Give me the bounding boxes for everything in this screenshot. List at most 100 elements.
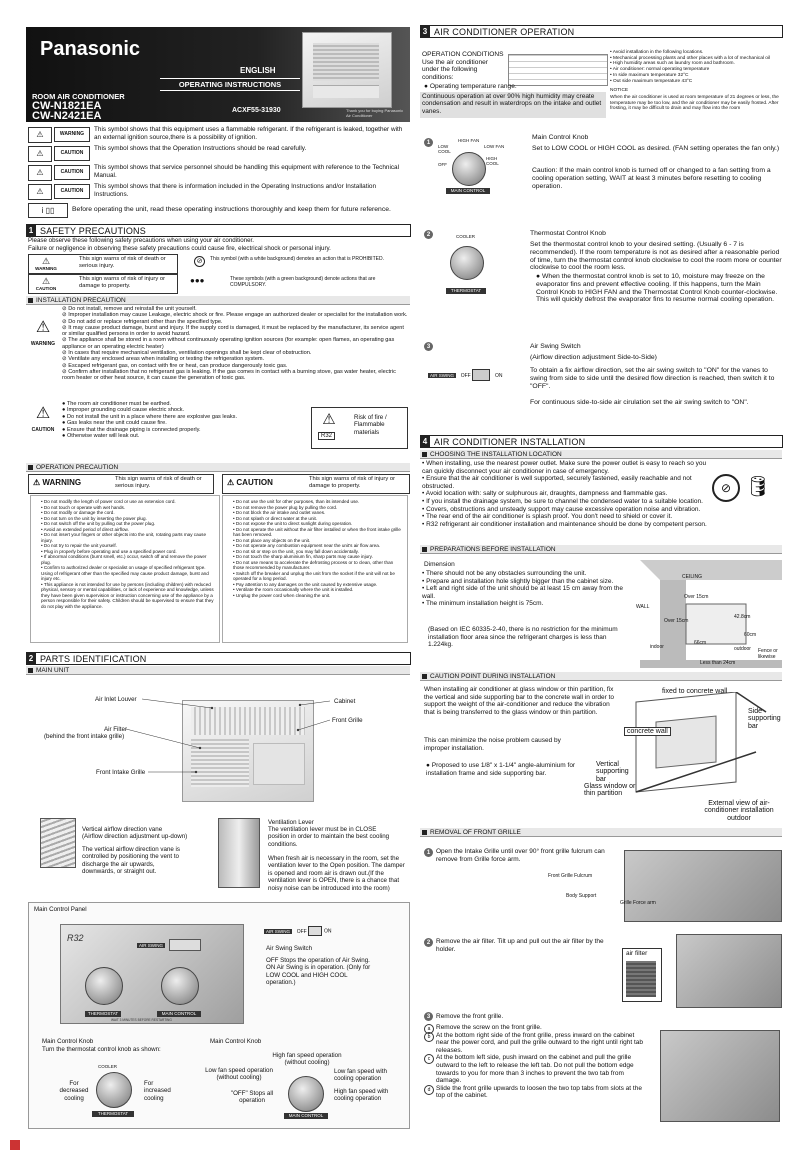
list-item-text: Do not switch off the unit by pulling ou… [43, 521, 156, 526]
step3-sub: (Airflow direction adjustment Side-to-Si… [530, 354, 657, 361]
list-item: • Do not touch the sharp aluminium fin, … [233, 554, 373, 559]
symbol-tag: CAUTION [54, 184, 90, 199]
step3-text: To obtain a fix airflow direction, set t… [530, 367, 775, 390]
list-item-text: Otherwise water will leak out. [66, 433, 140, 440]
list-item: • Unplug the power cord when cleaning th… [233, 592, 331, 598]
list-item-text: Do not add or replace refrigerant other … [68, 318, 223, 325]
panel-swing-switch[interactable] [169, 939, 201, 951]
substep-key: b [424, 1031, 434, 1042]
list-item: • Do not modify the length of power cord… [41, 499, 176, 504]
section-title: SAFETY PRECAUTIONS [40, 225, 146, 236]
list-item: • If abnormal conditions (burnt smell, e… [41, 554, 207, 565]
list-item: ⊘ Do not install, remove and reinstall t… [62, 306, 197, 312]
thank-you-note: Thank you for buying Panasonic Air Condi… [346, 108, 404, 118]
list-item: • Switch off the breaker and unplug the … [233, 570, 395, 582]
list-item: • Do not insert your fingers or other ob… [41, 532, 207, 543]
symbol-text: This symbol shows that service personnel… [94, 164, 400, 179]
step3-toggle[interactable] [472, 369, 491, 381]
over15-top: Over 15cm [684, 594, 709, 600]
outdoor-label: outdoor [734, 646, 751, 652]
main-unit-image [182, 700, 314, 802]
thermostat-knob-detail[interactable] [96, 1072, 132, 1108]
section-3-header: 3 AIR CONDITIONER OPERATION [420, 25, 783, 38]
thermostat-plate-detail: THERMOSTAT [92, 1111, 134, 1117]
substep-text: Slide the front grille upwards to loosen… [436, 1084, 642, 1100]
list-item: • Do not place any objects on the unit. [233, 537, 311, 543]
list-item-text: If abnormal conditions (burnt smell, etc… [41, 554, 207, 565]
prohibit-text: This symbol (with a white background) de… [210, 256, 384, 262]
cond-text: Use the air conditioner under the follow… [422, 59, 488, 81]
pdf-icon [10, 1140, 20, 1150]
vane-title: Vertical airflow direction vane [82, 826, 163, 833]
list-item: ● The room air conditioner must be earth… [62, 401, 172, 407]
concrete-label: concrete wall [624, 727, 671, 736]
info-book-icon: i ▯▯ [28, 203, 68, 218]
removal-3-photo [660, 1030, 780, 1122]
substep-key: d [424, 1084, 434, 1095]
knob-off: OFF [438, 162, 447, 167]
list-item: • Do not use means to accelerate the def… [233, 559, 394, 571]
list-item-text: Gas leaks near the unit could cause fire… [66, 420, 167, 427]
removal-3-number: 3 [424, 1012, 433, 1021]
fixed-label: fixed to concrete wall [662, 688, 728, 695]
step2-bullet-text: When the thermostat control knob is set … [536, 273, 778, 304]
list-item-text: Do not modify or damage the cord. [43, 510, 115, 515]
list-item: • Left and right side of the unit should… [422, 585, 624, 600]
vane-photo [40, 818, 76, 868]
caution-text: When installing air conditioner at glass… [424, 686, 615, 716]
knob-high-fan: HIGH FAN [458, 138, 480, 143]
list-item: • Do not operate any combustion equipmen… [233, 543, 381, 548]
less24-label: Less than 24cm [700, 660, 736, 666]
install-diagram: CEILING WALL Over 15cm Over 15cm 42.8cm … [636, 560, 782, 670]
list-item: • Avoid location with: salty or sulphuro… [422, 490, 668, 498]
wall-label: WALL [636, 604, 650, 610]
list-item: • R32 refrigerant air conditioner instal… [422, 520, 707, 528]
substep-text: At the bottom right side of the front gr… [436, 1031, 644, 1054]
air-filter-label: air filter [626, 950, 648, 957]
safety-intro-1: Please observe these following safety pr… [28, 237, 254, 244]
list-item: • Do not block the air intake and outlet… [233, 510, 326, 515]
label-air-inlet: Air Inlet Louver [95, 696, 137, 703]
cm42-label: 42.8cm [734, 614, 751, 620]
step2-text: Set the thermostat control knob to your … [530, 241, 782, 272]
list-item: • Covers, obstructions and unsteady supp… [422, 505, 701, 513]
compulsory-text: These symbols (with a green background) … [230, 276, 376, 288]
list-item-text: Ventilate any enclosed areas when instal… [68, 356, 265, 363]
list-item: • Do not sit or step on the unit, you ma… [233, 548, 359, 554]
swing-callout-label: AIR SWING [264, 928, 293, 934]
symbol-tag: CAUTION [54, 146, 90, 161]
step3-off: OFF [460, 372, 471, 379]
step1-title: Main Control Knob [532, 134, 589, 141]
list-item-text: Avoid location with: salty or sulphurous… [425, 490, 668, 498]
swing-toggle[interactable] [308, 926, 323, 936]
main-control-knob[interactable] [452, 152, 486, 186]
list-item: • Avoid installation in the following lo… [610, 50, 704, 55]
cm66-label: 66cm [694, 640, 707, 646]
step3-swing-switch[interactable]: AIR SWING OFF ON [428, 369, 503, 381]
r32-badge: R32 [67, 933, 84, 943]
removal-1-number: 1 [424, 848, 433, 857]
vent-title: Ventilation Lever [268, 819, 314, 826]
op-warning-tag: ⚠ WARNING [33, 478, 82, 487]
panel-main-knob[interactable] [161, 967, 199, 1005]
main-unit-header: MAIN UNIT [26, 666, 410, 675]
symbol-text: This symbol shows that the Operation Ins… [94, 145, 307, 152]
warn-legend-text: This sign warns of risk of death or seri… [79, 256, 166, 269]
list-item: • Confirm to authorized dealer or specia… [41, 565, 209, 581]
list-item-text: Mechanical processing plants and other p… [613, 55, 771, 61]
install-warning-tag: WARNING [30, 341, 56, 347]
list-item-text: Avoid installation in the following loca… [612, 50, 704, 55]
cond-bullet-text: Operating temperature range. [429, 83, 517, 90]
op-warning-label: WARNING [42, 478, 82, 487]
list-item-text: In cases that require mechanical ventila… [68, 350, 312, 357]
main-knob-detail[interactable] [288, 1076, 324, 1112]
before-note: Before operating the unit, read these op… [72, 206, 391, 213]
section-number: 2 [26, 653, 36, 664]
list-item: ● Gas leaks near the unit could cause fi… [62, 420, 167, 427]
thermostat-control-knob[interactable] [450, 246, 484, 280]
list-item-text: This appliance is not intended for use b… [41, 581, 214, 609]
knob-low-fan: LOW FAN [484, 144, 505, 149]
panel-thermostat-knob[interactable] [85, 967, 123, 1005]
list-item-text: Do not operate the unit without the air … [233, 526, 401, 538]
